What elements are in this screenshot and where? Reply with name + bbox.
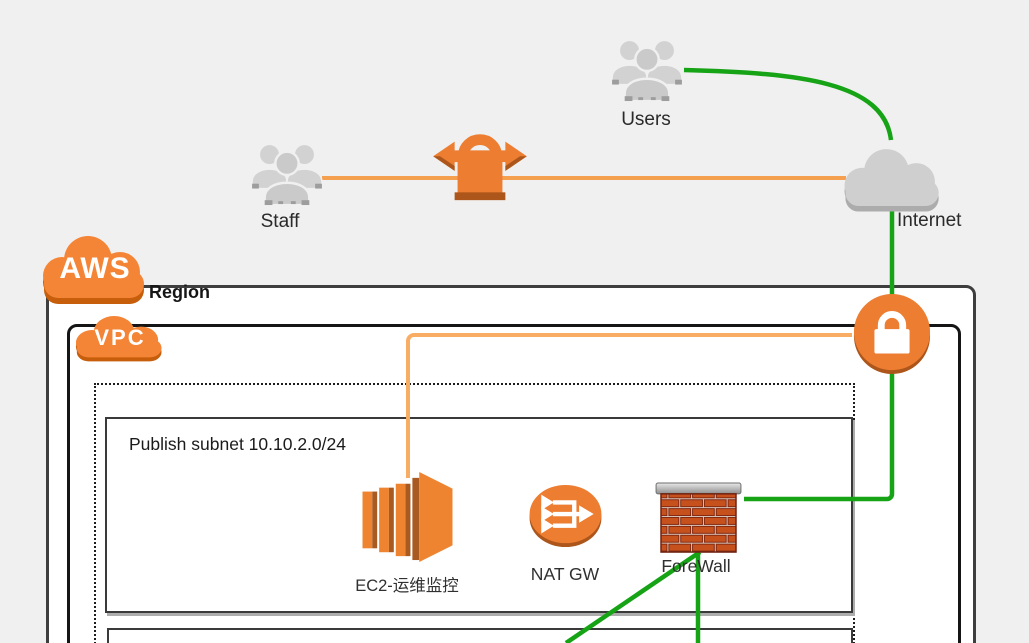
vpn-lock-arrows-icon (431, 126, 529, 206)
users-label: Users (621, 109, 671, 130)
nat-gw-label: NAT GW (530, 564, 600, 584)
publish-subnet-title: Publish subnet 10.10.2.0/24 (129, 434, 346, 454)
aws-cloud-icon: AWS (36, 230, 154, 308)
gateway-lock-circle-icon (851, 292, 933, 376)
aws-cloud-label: AWS (59, 252, 131, 285)
lower-subnet-box-partial (107, 628, 853, 643)
vpc-cloud-icon: VPC (70, 312, 170, 364)
users-to-internet-line (683, 67, 894, 141)
vpc-cloud-label: VPC (94, 325, 146, 350)
nat-gateway-icon (527, 483, 604, 549)
gateway-to-ec2-line (406, 333, 852, 478)
users-group-icon (610, 38, 684, 103)
firewall-diagonal-line (564, 550, 702, 643)
staff-group-icon (250, 142, 324, 207)
ec2-instance-icon (360, 472, 455, 562)
internet-cloud-icon (838, 140, 948, 216)
firewall-brick-icon (655, 481, 742, 556)
availability-zone-dotted-box (94, 383, 855, 643)
staff-label: Staff (260, 211, 300, 232)
region-label: Region (149, 282, 210, 302)
ec2-label: EC2-运维监控 (355, 577, 459, 595)
internet-label: Internet (897, 210, 962, 231)
internet-to-firewall-line (744, 203, 895, 502)
firewall-label: ForeWall (661, 556, 731, 576)
